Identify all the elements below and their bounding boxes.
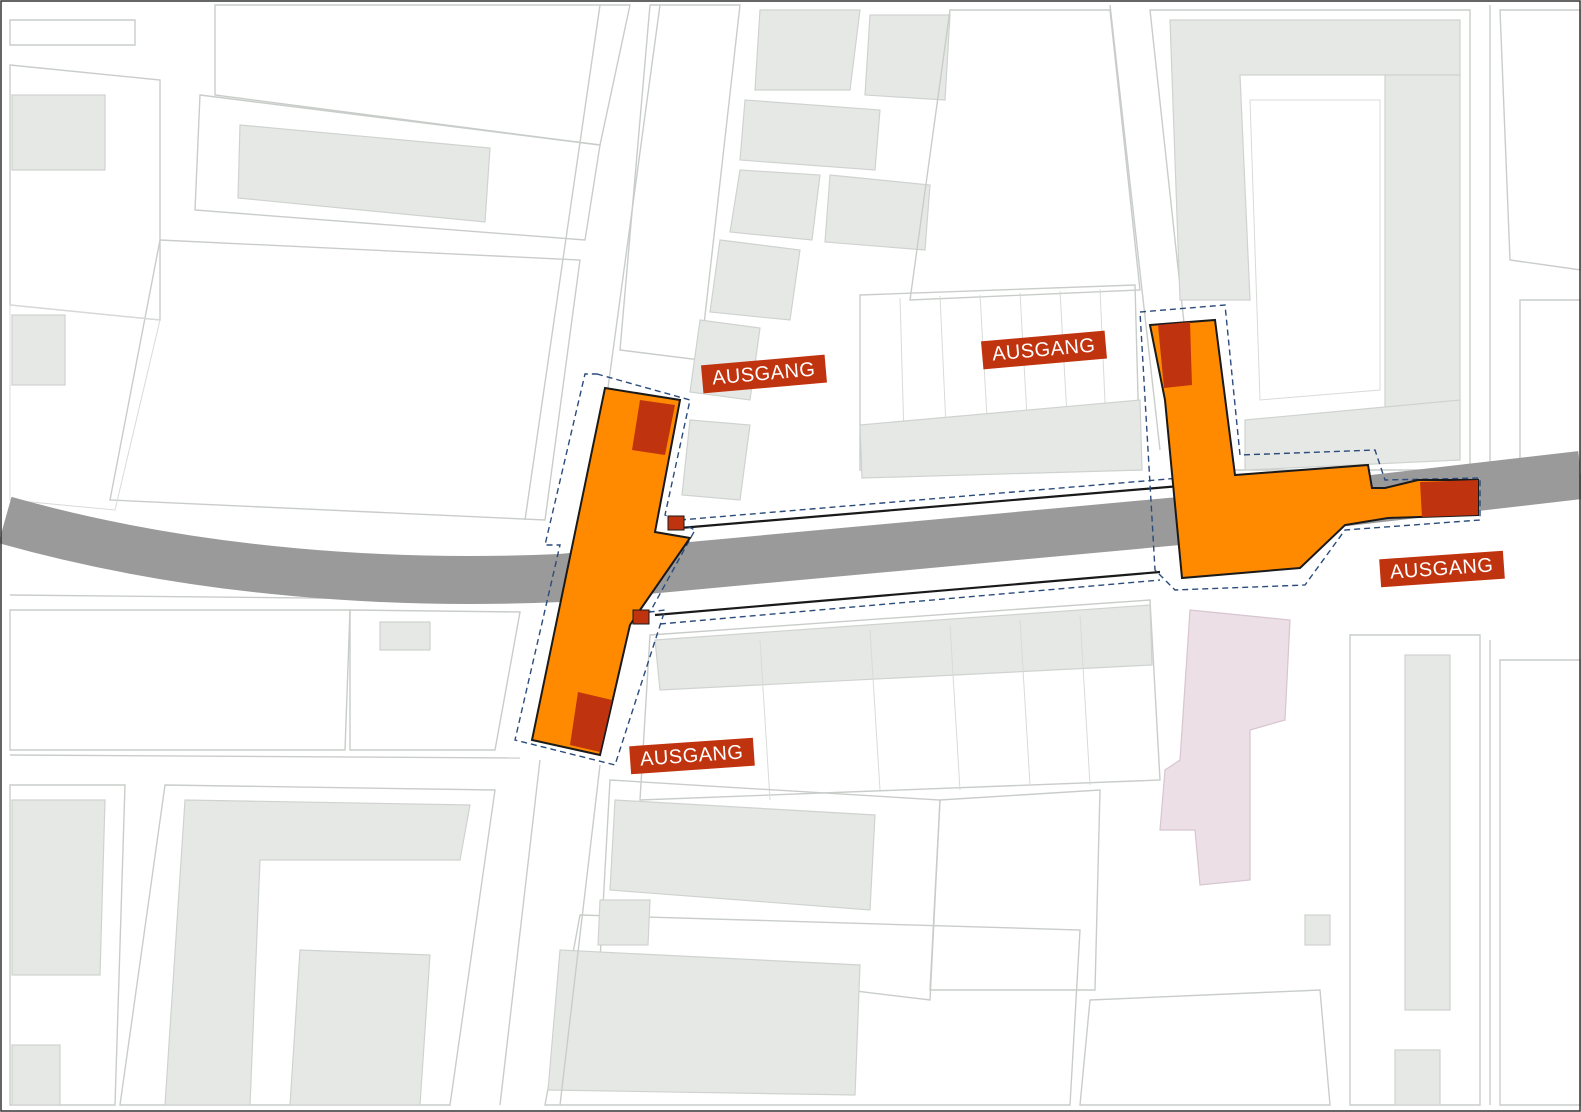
building bbox=[289, 949, 431, 1106]
parcel bbox=[109, 239, 581, 521]
building bbox=[237, 124, 491, 223]
building bbox=[754, 9, 861, 91]
building bbox=[597, 899, 651, 946]
parcel bbox=[1519, 299, 1581, 471]
entrance-east bbox=[1420, 480, 1478, 517]
building bbox=[164, 799, 471, 1106]
parcel-line bbox=[949, 624, 961, 791]
building bbox=[654, 604, 1153, 691]
street-edge bbox=[9, 754, 521, 759]
construction-boundary-east bbox=[1139, 304, 1481, 591]
parcel-line bbox=[869, 629, 881, 791]
construction-boundary-west bbox=[514, 373, 696, 766]
parcel bbox=[909, 9, 1141, 301]
parcel bbox=[349, 609, 521, 751]
parcel bbox=[1499, 9, 1581, 271]
building bbox=[681, 419, 751, 501]
entrance-north-east bbox=[1158, 322, 1192, 388]
building bbox=[729, 169, 821, 241]
building bbox=[379, 621, 431, 651]
building bbox=[1404, 654, 1451, 1011]
building bbox=[11, 799, 106, 976]
parcel bbox=[9, 19, 136, 46]
street-edge bbox=[1109, 4, 1161, 451]
building bbox=[824, 174, 931, 251]
entrance-north-west bbox=[632, 400, 675, 455]
parcel-line bbox=[1019, 619, 1031, 786]
building bbox=[739, 99, 881, 171]
track-alignment bbox=[0, 451, 1581, 625]
parcel bbox=[1499, 659, 1581, 1106]
street-edge bbox=[499, 759, 541, 1106]
parcel bbox=[1249, 99, 1381, 401]
building bbox=[609, 799, 876, 911]
parcel bbox=[1349, 634, 1481, 1106]
parcel bbox=[119, 784, 496, 1106]
construction-boundary bbox=[659, 477, 1181, 625]
station-hall-west bbox=[514, 373, 696, 766]
building bbox=[11, 94, 106, 171]
parcel bbox=[9, 609, 351, 751]
platform-edge bbox=[654, 484, 1181, 617]
building bbox=[11, 314, 66, 386]
vent-shaft bbox=[667, 515, 685, 531]
parcel bbox=[1079, 989, 1331, 1106]
entrance-south-west bbox=[570, 692, 612, 752]
track bbox=[0, 451, 1581, 604]
parcel bbox=[9, 784, 126, 1106]
building bbox=[1169, 19, 1461, 301]
building bbox=[547, 949, 861, 1096]
building bbox=[1394, 1049, 1441, 1106]
parcel bbox=[194, 94, 601, 241]
street-edge bbox=[524, 4, 601, 521]
building bbox=[1159, 609, 1291, 886]
vent-shaft bbox=[632, 609, 650, 625]
building bbox=[11, 1044, 61, 1106]
parcel-line bbox=[1079, 614, 1091, 786]
building bbox=[1304, 914, 1331, 946]
parcel bbox=[929, 789, 1101, 991]
parcel-line bbox=[759, 639, 771, 801]
building bbox=[864, 14, 951, 101]
station-hall-east bbox=[1139, 304, 1481, 591]
parcel bbox=[9, 304, 161, 511]
building bbox=[859, 399, 1143, 479]
street-edge bbox=[559, 764, 601, 1106]
building bbox=[709, 239, 801, 321]
base-map bbox=[9, 4, 1581, 1106]
